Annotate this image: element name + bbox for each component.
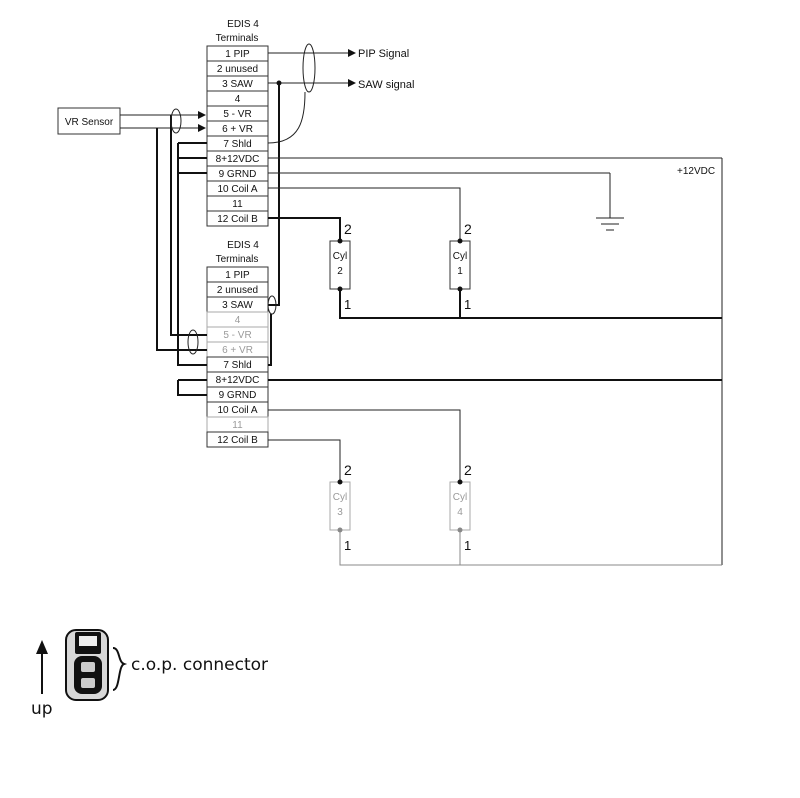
edis_top-terminal-label: 9 GRND — [219, 169, 257, 180]
edis-top-title: EDIS 4 — [227, 19, 259, 30]
edis_bottom-terminal-label: 9 GRND — [219, 390, 257, 401]
edis-bottom-block: EDIS 4 Terminals 1 PIP 2 unused 3 SAW 4 5 - … — [206, 240, 269, 448]
edis_top-terminal-label: 3 SAW — [222, 79, 253, 90]
edis_top-terminal-label: 7 Shld — [223, 139, 251, 150]
edis_bottom-terminal-label: 10 Coil A — [217, 405, 257, 416]
coil-cyl-2: Cyl 2 2 1 — [329, 221, 352, 312]
cop-connector-icon — [65, 629, 128, 701]
coil-pin-bottom-label: 1 — [464, 297, 471, 312]
edis_top-terminal-label: 12 Coil B — [217, 214, 258, 225]
coil-pin-top-label: 2 — [464, 221, 472, 237]
coil-wires-bottom — [268, 409, 722, 566]
coil-pin-bottom-label: 1 — [344, 538, 351, 553]
coil-pin-bottom-label: 1 — [464, 538, 471, 553]
edis-top-block: EDIS 4 Terminals 1 PIP 2 unused 3 SAW 4 5 - … — [206, 19, 269, 227]
coil-cyl-4: Cyl 4 2 1 — [449, 462, 472, 553]
edis-bottom-title: EDIS 4 — [227, 240, 259, 251]
up-arrow-icon — [36, 640, 48, 694]
coil-number-label: 4 — [457, 507, 463, 518]
edis_bottom-terminal-label: 4 — [235, 315, 241, 326]
vr-sensor-label: VR Sensor — [65, 117, 114, 128]
coil-pin-top-label: 2 — [344, 221, 352, 237]
power-wires: +12VDC — [177, 157, 723, 565]
edis_top-terminal-label: 1 PIP — [225, 49, 250, 60]
edis_bottom-terminal-label: 5 - VR — [223, 330, 251, 341]
edis_top-terminal-label: 2 unused — [217, 64, 258, 75]
edis_bottom-terminal-label: 11 — [232, 420, 243, 431]
coil-pin-top-label: 2 — [464, 462, 472, 478]
edis_bottom-terminal-label: 7 Shld — [223, 360, 251, 371]
edis_top-terminal-label: 4 — [235, 94, 241, 105]
coil-number-label: 2 — [337, 266, 343, 277]
coil-name-label: Cyl — [453, 492, 467, 503]
coil-name-label: Cyl — [333, 492, 347, 503]
supply-label: +12VDC — [677, 166, 715, 177]
cop-connector-label: c.o.p. connector — [131, 655, 268, 675]
coil-number-label: 3 — [337, 507, 343, 518]
edis_bottom-terminal-label: 12 Coil B — [217, 435, 258, 446]
legend: up c.o.p. connector — [31, 629, 268, 719]
edis_bottom-terminal-label: 1 PIP — [225, 270, 250, 281]
coil-number-label: 1 — [457, 266, 463, 277]
edis_bottom-terminal-label: 2 unused — [217, 285, 258, 296]
edis_bottom-terminal-label: 3 SAW — [222, 300, 253, 311]
coil-pin-bottom-label: 1 — [344, 297, 351, 312]
coil-cyl-1: Cyl 1 2 1 — [449, 221, 472, 312]
coil-wires-top — [268, 187, 722, 319]
up-label: up — [31, 699, 53, 719]
edis_top-terminal-label: 5 - VR — [223, 109, 251, 120]
coil-cyl-3: Cyl 3 2 1 — [329, 462, 352, 553]
edis_top-terminal-label: 8+12VDC — [216, 154, 260, 165]
vr-sensor: VR Sensor — [57, 107, 121, 135]
edis_bottom-terminal-label: 6 + VR — [222, 345, 253, 356]
edis_top-terminal-label: 10 Coil A — [217, 184, 257, 195]
saw-signal-label: SAW signal — [358, 79, 414, 91]
coil-pin-top-label: 2 — [344, 462, 352, 478]
pip-signal-label: PIP Signal — [358, 48, 409, 60]
coil-name-label: Cyl — [453, 251, 467, 262]
coil-name-label: Cyl — [333, 251, 347, 262]
edis-bottom-subtitle: Terminals — [216, 254, 259, 265]
signal-outputs: PIP Signal SAW signal — [267, 43, 414, 366]
vr-wires — [120, 108, 207, 366]
edis_top-terminal-label: 6 + VR — [222, 124, 253, 135]
edis-top-subtitle: Terminals — [216, 33, 259, 44]
edis_bottom-terminal-label: 8+12VDC — [216, 375, 260, 386]
edis_top-terminal-label: 11 — [232, 199, 243, 210]
